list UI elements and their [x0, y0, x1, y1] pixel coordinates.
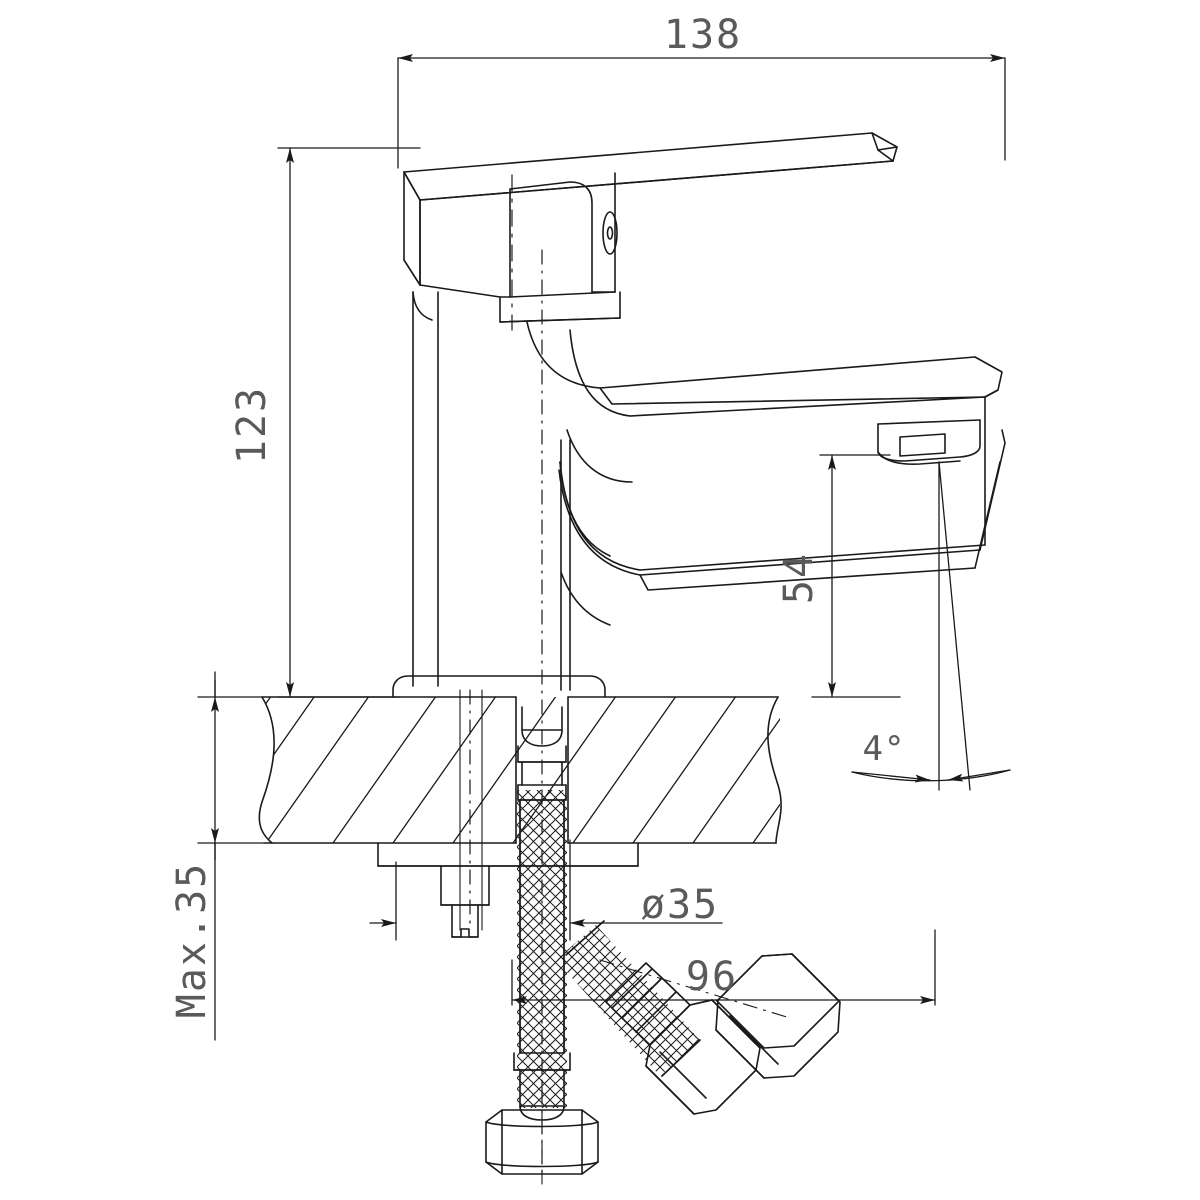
dim-angle-4: [851, 461, 1011, 791]
countertop: [258, 696, 782, 844]
dim-label-54: 54: [776, 552, 822, 604]
tap-shank: [469, 249, 543, 1181]
dim-96: [511, 929, 936, 1006]
spout-lower: [558, 396, 1006, 591]
mounting-nut: [440, 865, 490, 938]
dim-123: [277, 147, 421, 698]
hose-branch-centerline: [541, 959, 791, 1191]
dim-label-angle-4: 4°: [863, 729, 906, 769]
dim-d35: [369, 839, 723, 941]
dim-54: [811, 454, 901, 698]
dim-max35: [197, 671, 265, 1041]
dim-label-d35: ø35: [641, 882, 719, 928]
mounting-plate: [377, 842, 639, 867]
lever-handle: [403, 132, 898, 323]
dim-label-max35: Max.35: [169, 862, 215, 1019]
dim-label-138: 138: [664, 12, 742, 58]
dim-label-96: 96: [686, 954, 738, 1000]
spout: [526, 321, 1003, 483]
base-flange: [392, 675, 606, 698]
aerator: [877, 419, 981, 465]
faucet-body: [412, 291, 986, 691]
hose-mesh-vertical: [517, 790, 567, 1108]
dim-label-123: 123: [229, 386, 275, 464]
dim-138: [397, 54, 1006, 169]
tap-shank-solid: [459, 689, 483, 931]
